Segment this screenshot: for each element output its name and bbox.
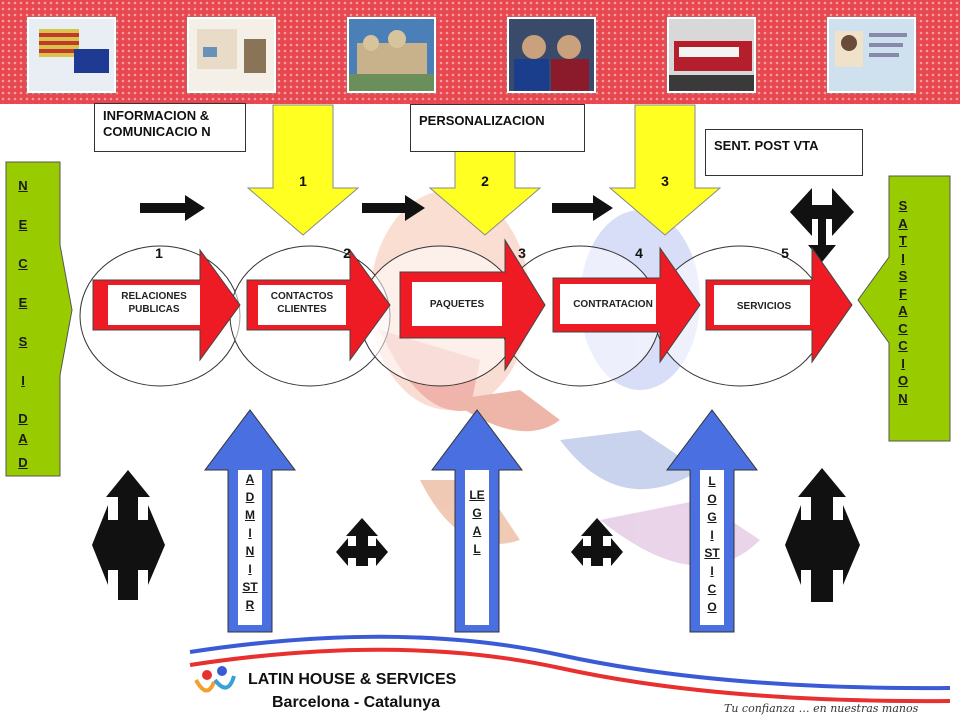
flow-arrow-2 xyxy=(362,195,425,221)
company-logo xyxy=(194,666,236,693)
post-venta-label: SENT. POST VTA xyxy=(705,129,863,176)
stage-number-1: 1 xyxy=(155,245,163,261)
company-city: Barcelona - Catalunya xyxy=(272,694,441,711)
stage-label-contactos-clientes: CONTACTOS CLIENTES xyxy=(270,291,334,315)
gaudi-building-photo xyxy=(347,17,436,93)
apartment-interior-photo xyxy=(187,17,276,93)
id-card-photo xyxy=(827,17,916,93)
stage-number-2: 2 xyxy=(343,245,351,261)
stage-number-5: 5 xyxy=(781,245,789,261)
catalan-flags-photo xyxy=(27,17,116,93)
football-players-photo xyxy=(507,17,596,93)
header-band xyxy=(0,0,960,104)
cross-arrow-right xyxy=(785,468,860,602)
info-comunicacion-label: INFORMACION & COMUNICACIO N xyxy=(94,103,246,152)
personalizacion-label: PERSONALIZACION xyxy=(410,104,585,152)
bottom-arrow-inner xyxy=(238,470,724,625)
cross-arrow-small-2 xyxy=(571,518,623,566)
top-arrow-number-2: 2 xyxy=(481,173,489,189)
train-photo xyxy=(667,17,756,93)
company-name: LATIN HOUSE & SERVICES xyxy=(248,671,457,688)
black-cross-arrows xyxy=(92,468,860,602)
right-green-bar xyxy=(857,175,951,442)
stage-label-relaciones-publicas: RELACIONES PUBLICAS xyxy=(121,291,187,315)
top-arrow-1 xyxy=(246,104,360,236)
stage-label-servicios: SERVICIOS xyxy=(736,301,792,312)
cross-arrow-left xyxy=(92,470,165,600)
stage-label-paquetes: PAQUETES xyxy=(429,299,485,310)
stage-inner-boxes xyxy=(108,282,810,326)
stage-number-4: 4 xyxy=(635,245,643,261)
left-green-bar xyxy=(5,161,73,477)
stage-number-3: 3 xyxy=(518,245,526,261)
t-arrow-top-right xyxy=(790,188,854,262)
footer-swoosh xyxy=(189,634,951,704)
stage-label-contratacion: CONTRATACION xyxy=(573,299,653,310)
top-arrow-number-3: 3 xyxy=(661,173,669,189)
top-arrow-3 xyxy=(608,104,722,236)
flow-arrow-1 xyxy=(140,195,205,221)
flow-arrows xyxy=(140,195,613,221)
cross-arrow-small-1 xyxy=(336,518,388,566)
flow-arrow-3 xyxy=(552,195,613,221)
top-arrow-number-1: 1 xyxy=(299,173,307,189)
company-slogan: Tu confianza … en nuestras manos xyxy=(724,702,919,715)
